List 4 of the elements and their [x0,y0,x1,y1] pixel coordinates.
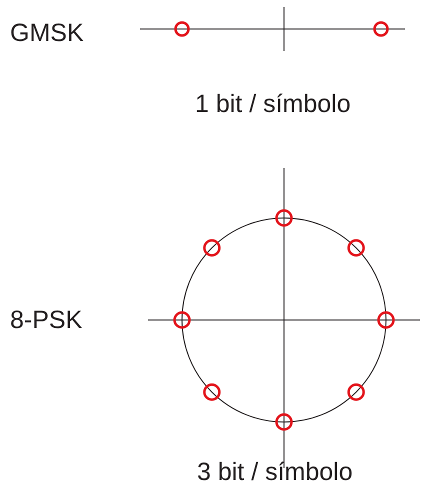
modulation-label: 8-PSK [10,308,82,333]
bits-per-symbol-label: 1 bit / símbolo [195,92,351,117]
bits-per-symbol-label: 3 bit / símbolo [197,460,353,485]
modulation-label: GMSK [10,21,84,46]
